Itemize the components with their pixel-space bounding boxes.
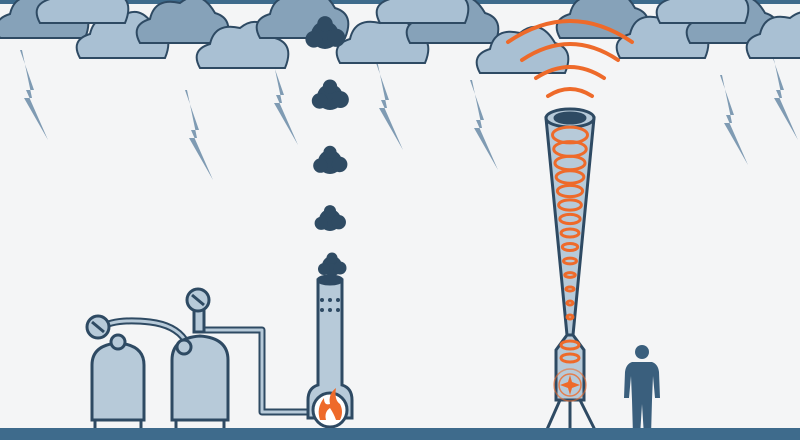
vortex-ring <box>562 256 578 266</box>
vortex-ring <box>565 299 575 307</box>
vortex-ring <box>565 313 575 321</box>
cloud-icon <box>655 0 750 24</box>
smoke-puff <box>305 16 346 49</box>
pipes <box>98 317 318 416</box>
smoke-puff <box>311 79 349 110</box>
vortex-ring <box>559 352 581 364</box>
vortex-ring <box>559 227 581 239</box>
vortex-rings <box>550 125 590 364</box>
lightning-bolts <box>20 50 798 180</box>
vortex-ring <box>558 212 582 226</box>
storage-tank-right <box>170 287 230 430</box>
cloud-icon <box>745 11 800 59</box>
lightning-bolt-icon <box>185 90 213 180</box>
cloud-icon <box>555 0 650 39</box>
ground <box>0 428 800 440</box>
smoke-puff <box>313 145 348 174</box>
storage-tank-left <box>85 314 146 430</box>
signal-waves-icon <box>506 19 634 98</box>
vortex-ring <box>560 242 580 252</box>
vortex-ring <box>564 285 576 293</box>
lightning-bolt-icon <box>470 80 498 170</box>
vortex-ring <box>563 271 577 279</box>
cloud-icon <box>35 0 130 24</box>
vortex-ring <box>554 169 586 185</box>
smoke-puffs <box>305 16 349 276</box>
ignition-burst-icon <box>553 368 587 402</box>
cloud-icon <box>135 0 230 44</box>
smoke-puff <box>318 252 347 276</box>
lightning-bolt-icon <box>770 50 798 140</box>
lightning-bolt-icon <box>720 75 748 165</box>
vortex-ring <box>555 183 585 199</box>
person-silhouette <box>624 345 660 436</box>
lightning-bolt-icon <box>375 60 403 150</box>
smoke-puff <box>314 205 346 231</box>
cloud-icon <box>375 0 470 24</box>
vortex-ring <box>559 339 581 351</box>
lightning-bolt-icon <box>20 50 48 140</box>
vortex-ring <box>557 198 583 212</box>
fire-icon <box>318 388 342 420</box>
lightning-bolt-icon <box>270 55 298 145</box>
